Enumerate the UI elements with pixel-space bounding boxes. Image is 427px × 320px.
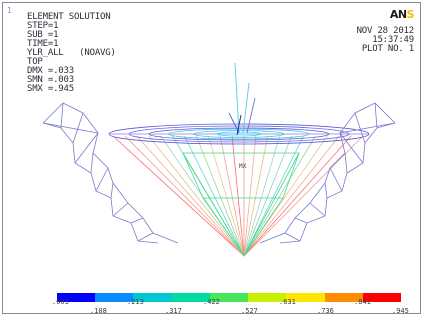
legend-tick: .108 [90,307,107,315]
cable-element [243,135,269,257]
plot-time: 15:37:49 [372,35,414,45]
legend-color-band [248,293,287,302]
legend-color-band [57,293,96,302]
model-plot: MX [42,62,396,257]
legend-color-band [209,293,249,302]
cable-element [195,135,245,257]
legend-tick: .003 [52,298,69,306]
cable-element [136,135,245,257]
legend-tick: .317 [165,307,182,315]
right-truss [259,102,396,244]
result-item-line: YLR_ALL (NOAVG) [27,48,116,58]
date-block: NOV 28 2012 15:37:49 PLOT NO. 1 [356,26,415,54]
dmx-line: DMX =.033 [27,66,74,76]
layer-line: TOP [27,57,43,67]
legend-tick: .213 [127,298,144,306]
mast-elements [228,62,256,136]
legend-tick: .841 [354,298,371,306]
plot-number: PLOT NO. 1 [361,44,414,54]
cable-element [243,135,281,257]
sub-line: SUB =1 [27,30,59,40]
legend-tick: .736 [317,307,334,315]
cable-element [124,135,245,257]
cable-element [231,135,245,257]
cable-element [243,135,316,257]
solution-title: ELEMENT SOLUTION [27,12,111,22]
legend-tick: .945 [392,307,409,315]
cable-element [243,135,304,257]
ansys-logo: ANS [389,8,415,21]
inner-cable [182,152,245,257]
legend-tick: .631 [279,298,296,306]
smn-line: SMN =.003 [27,75,74,85]
legend-color-band [362,293,401,302]
inner-cable [202,197,245,257]
step-line: STEP=1 [27,21,59,31]
model-label: MX [239,163,247,170]
cable-element [112,135,245,257]
inner-cable [243,197,284,257]
legend-color-band [286,293,325,302]
window-number: 1 [7,6,12,15]
smx-line: SMX =.945 [27,84,74,94]
cable-element [243,135,292,257]
time-line: TIME=1 [27,39,59,49]
legend-ticks: .003 .213 .422 .631 .841 .108 .317 .527 … [0,298,427,318]
solution-info-block: ELEMENT SOLUTION STEP=1 SUB =1 TIME=1 YL… [27,13,116,94]
cable-elements [112,135,364,257]
contour-legend-bar [57,293,401,302]
graphics-window: 1 ELEMENT SOLUTION STEP=1 SUB =1 TIME=1 … [2,2,421,314]
cable-element [148,135,245,257]
legend-color-band [95,293,134,302]
legend-color-band [324,293,363,302]
cable-element [243,135,257,257]
inner-frame [182,152,300,199]
cable-element [243,135,352,257]
left-truss [42,102,179,244]
cable-element [219,135,245,257]
cable-element [207,135,245,257]
legend-color-band [133,293,172,302]
legend-color-band [171,293,210,302]
legend-tick: .527 [241,307,258,315]
plot-date: NOV 28 2012 [356,26,415,36]
cable-element [184,135,245,257]
cable-element [243,135,364,257]
cable-element [243,135,340,257]
inner-cable [243,152,300,257]
legend-tick: .422 [203,298,220,306]
